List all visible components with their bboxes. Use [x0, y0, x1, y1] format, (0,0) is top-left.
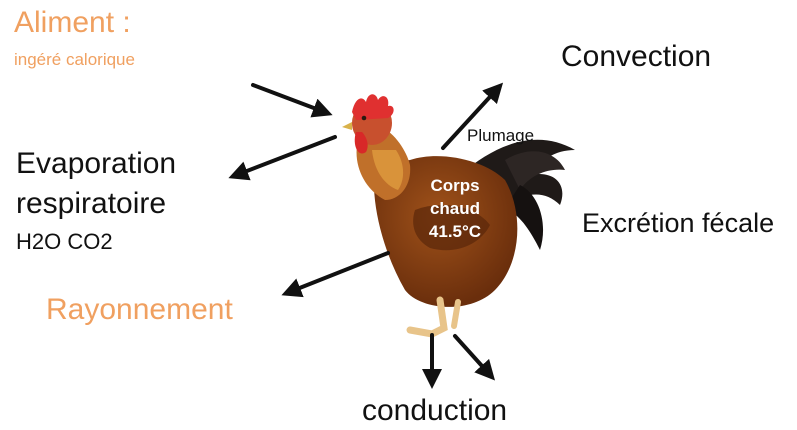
evaporation-label-line2: respiratoire — [16, 187, 167, 220]
arrows — [228, 82, 504, 389]
rayonnement-label: Rayonnement — [46, 293, 233, 326]
convection-label: Convection — [561, 40, 712, 73]
arrow-conduction-diag — [453, 334, 496, 381]
arrow-evaporation — [228, 135, 337, 181]
rooster-image — [342, 94, 575, 338]
evaporation-label-line3: H2O CO2 — [16, 229, 113, 254]
plumage-label: Plumage — [467, 126, 535, 145]
arrow-rayonnement — [281, 251, 390, 298]
arrow-aliment-in — [251, 83, 333, 118]
aliment-subtitle: ingéré calorique — [14, 50, 135, 69]
conduction-label: conduction — [362, 394, 508, 427]
body-temp-line3: 41.5°C — [428, 222, 482, 241]
aliment-title: Aliment : — [14, 6, 131, 39]
evaporation-label-line1: Evaporation — [16, 147, 177, 180]
body-temp-line1: Corps — [430, 176, 480, 195]
excretion-label: Excrétion fécale — [582, 208, 775, 238]
arrow-convection — [441, 82, 504, 150]
body-temp-line2: chaud — [429, 199, 481, 218]
